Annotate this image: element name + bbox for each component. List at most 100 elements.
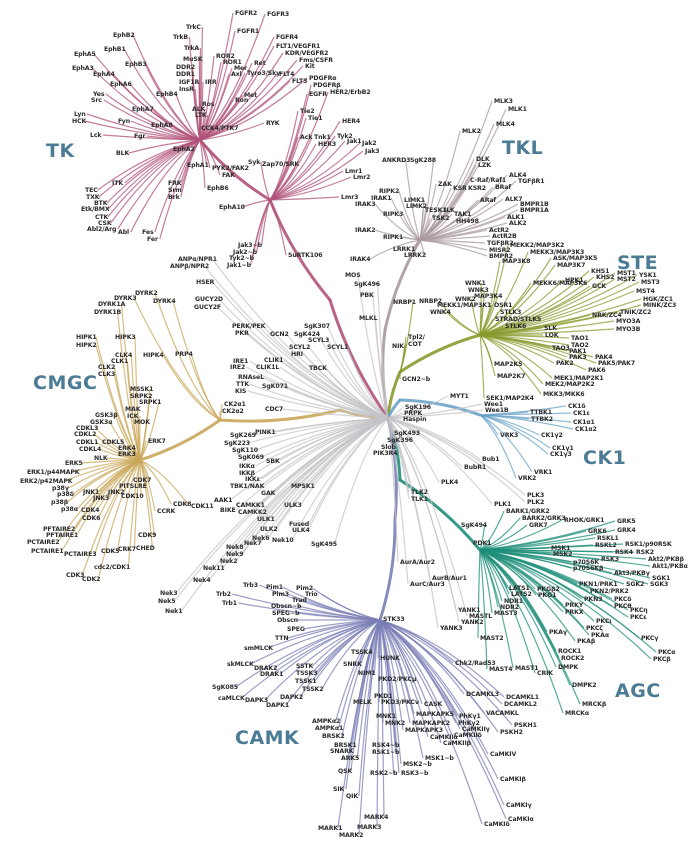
kinase-label: MEK1/MAP2K1 — [554, 375, 604, 382]
kinase-label: FGFR1 — [237, 28, 260, 35]
kinase-label: PFTAIRE2 — [43, 526, 76, 533]
leaf-branch — [479, 414, 533, 473]
kinase-label: DDR2 — [176, 64, 195, 71]
leaf-branch — [334, 417, 389, 545]
kinase-label: PKCθ — [614, 603, 632, 610]
kinase-label: PKCζ — [586, 625, 603, 632]
kinase-label: MST2 — [617, 276, 636, 283]
kinase-label: Nek8 — [226, 544, 244, 551]
leaf-branch — [269, 135, 336, 201]
kinase-label: PKCδ — [614, 596, 632, 603]
kinase-label: PAK2 — [556, 360, 574, 367]
kinase-label: SgK223 — [224, 440, 250, 447]
kinase-label: SgK071 — [262, 383, 288, 390]
kinase-label: STK33 — [383, 616, 405, 623]
kinase-label: CaMKIδ — [484, 821, 510, 828]
kinase-label: RYK — [266, 120, 280, 127]
kinase-label: CDK6 — [82, 515, 101, 522]
kinase-label: HIPK2 — [76, 342, 97, 349]
kinase-label: CASK — [424, 701, 443, 708]
kinase-label: SgK085 — [212, 684, 238, 691]
kinase-label: SgK396 — [387, 437, 413, 444]
kinase-label: Kit — [305, 63, 315, 70]
kinase-label: Fused — [289, 521, 310, 528]
kinase-label: IRAK2 — [355, 227, 376, 234]
kinase-label: RSKL2 — [595, 542, 617, 549]
kinase-label: CK1γ1 — [552, 445, 574, 452]
kinase-label: FRK — [168, 180, 182, 187]
leaf-branch — [199, 139, 206, 189]
kinase-label: p70S6K — [573, 559, 599, 566]
kinase-label: PRKX — [565, 609, 584, 616]
kinase-label: TSSK3 — [296, 670, 318, 677]
kinase-label: MKK3/MKK6 — [543, 391, 585, 398]
kinase-label: SNRK — [343, 661, 362, 668]
kinase-label: NIK — [392, 343, 404, 350]
kinase-label: JNK2 — [108, 489, 125, 496]
kinase-label: PBK — [360, 292, 374, 299]
kinase-label: Yes — [93, 91, 105, 98]
kinase-label: HIPK3 — [115, 334, 136, 341]
kinase-label: CLK1 — [111, 358, 129, 365]
kinase-label: DRAK1 — [260, 671, 284, 678]
kinase-label: FGFR4 — [276, 34, 299, 41]
leaf-branch — [374, 203, 421, 241]
kinase-label: GUCY2F — [194, 304, 222, 311]
kinase-label: PKCβ — [653, 656, 671, 663]
leaf-branch — [250, 619, 381, 665]
kinase-label: Lmr3 — [341, 194, 359, 201]
leaf-branch — [479, 334, 485, 399]
kinase-label: WNK3 — [468, 287, 489, 294]
kinase-label: KDR/VEGFR2 — [285, 50, 329, 57]
kinase-label: SgK494 — [461, 522, 487, 529]
kinase-label: FGFR3 — [267, 11, 290, 18]
kinase-label: ARaf — [480, 197, 497, 204]
kinase-label: PKAα — [591, 632, 609, 639]
kinase-label: SgK069 — [238, 454, 264, 461]
leaf-branch — [479, 304, 483, 336]
kinase-label: MARK2 — [339, 832, 364, 839]
kinase-label: SRPK1 — [139, 399, 162, 406]
kinase-label: SCYL3 — [308, 337, 330, 344]
leaf-branch — [479, 334, 553, 379]
kinase-label: CAMKK1 — [236, 502, 265, 509]
kinase-label: SNARK — [330, 748, 354, 755]
leaf-branch — [470, 298, 481, 336]
kinase-label: QSK — [338, 768, 353, 775]
kinase-label: HIPK4 — [143, 352, 164, 359]
cmgc-trunk-branch — [218, 408, 342, 423]
leaf-branch — [419, 239, 425, 256]
kinase-label: WNK2 — [455, 296, 476, 303]
kinase-label: HGK/ZC1 — [643, 296, 673, 303]
kinase-label: Met — [244, 92, 258, 99]
kinase-label: ROCK1 — [558, 648, 582, 655]
kinase-label: CK2α1 — [224, 401, 246, 408]
leaf-branch — [133, 297, 221, 421]
leaf-branch — [379, 619, 424, 759]
kinase-label: MAST1 — [515, 665, 539, 672]
kinase-label: NRBP2 — [419, 298, 442, 305]
kinase-label: KSR — [453, 185, 467, 192]
kinase-label: BLK — [116, 150, 130, 157]
kinase-label: Nek1 — [165, 608, 183, 615]
kinase-label: CDK5 — [101, 548, 120, 555]
kinase-label: IRE2 — [230, 364, 246, 371]
kinase-label: LATS1 — [509, 585, 530, 592]
leaf-branch — [327, 339, 389, 419]
kinase-label: CaMKIα — [508, 816, 534, 823]
kinase-label: Nek11 — [203, 565, 225, 572]
leaf-branch — [61, 459, 141, 552]
kinase-label: DCAMKL1 — [506, 694, 539, 701]
leaf-branch — [479, 334, 587, 371]
leaf-branch — [285, 385, 389, 419]
kinase-label: Tyro3/Sky — [247, 70, 281, 77]
leaf-branch — [269, 199, 287, 256]
kinase-label: Fgr — [134, 133, 146, 140]
leaf-branch — [139, 459, 153, 549]
kinase-label: CK2α2 — [222, 408, 244, 415]
kinase-label: CDKL4 — [79, 446, 102, 453]
kinase-label: PIK3R4 — [373, 450, 398, 457]
kinase-label: Lyn — [74, 111, 86, 118]
